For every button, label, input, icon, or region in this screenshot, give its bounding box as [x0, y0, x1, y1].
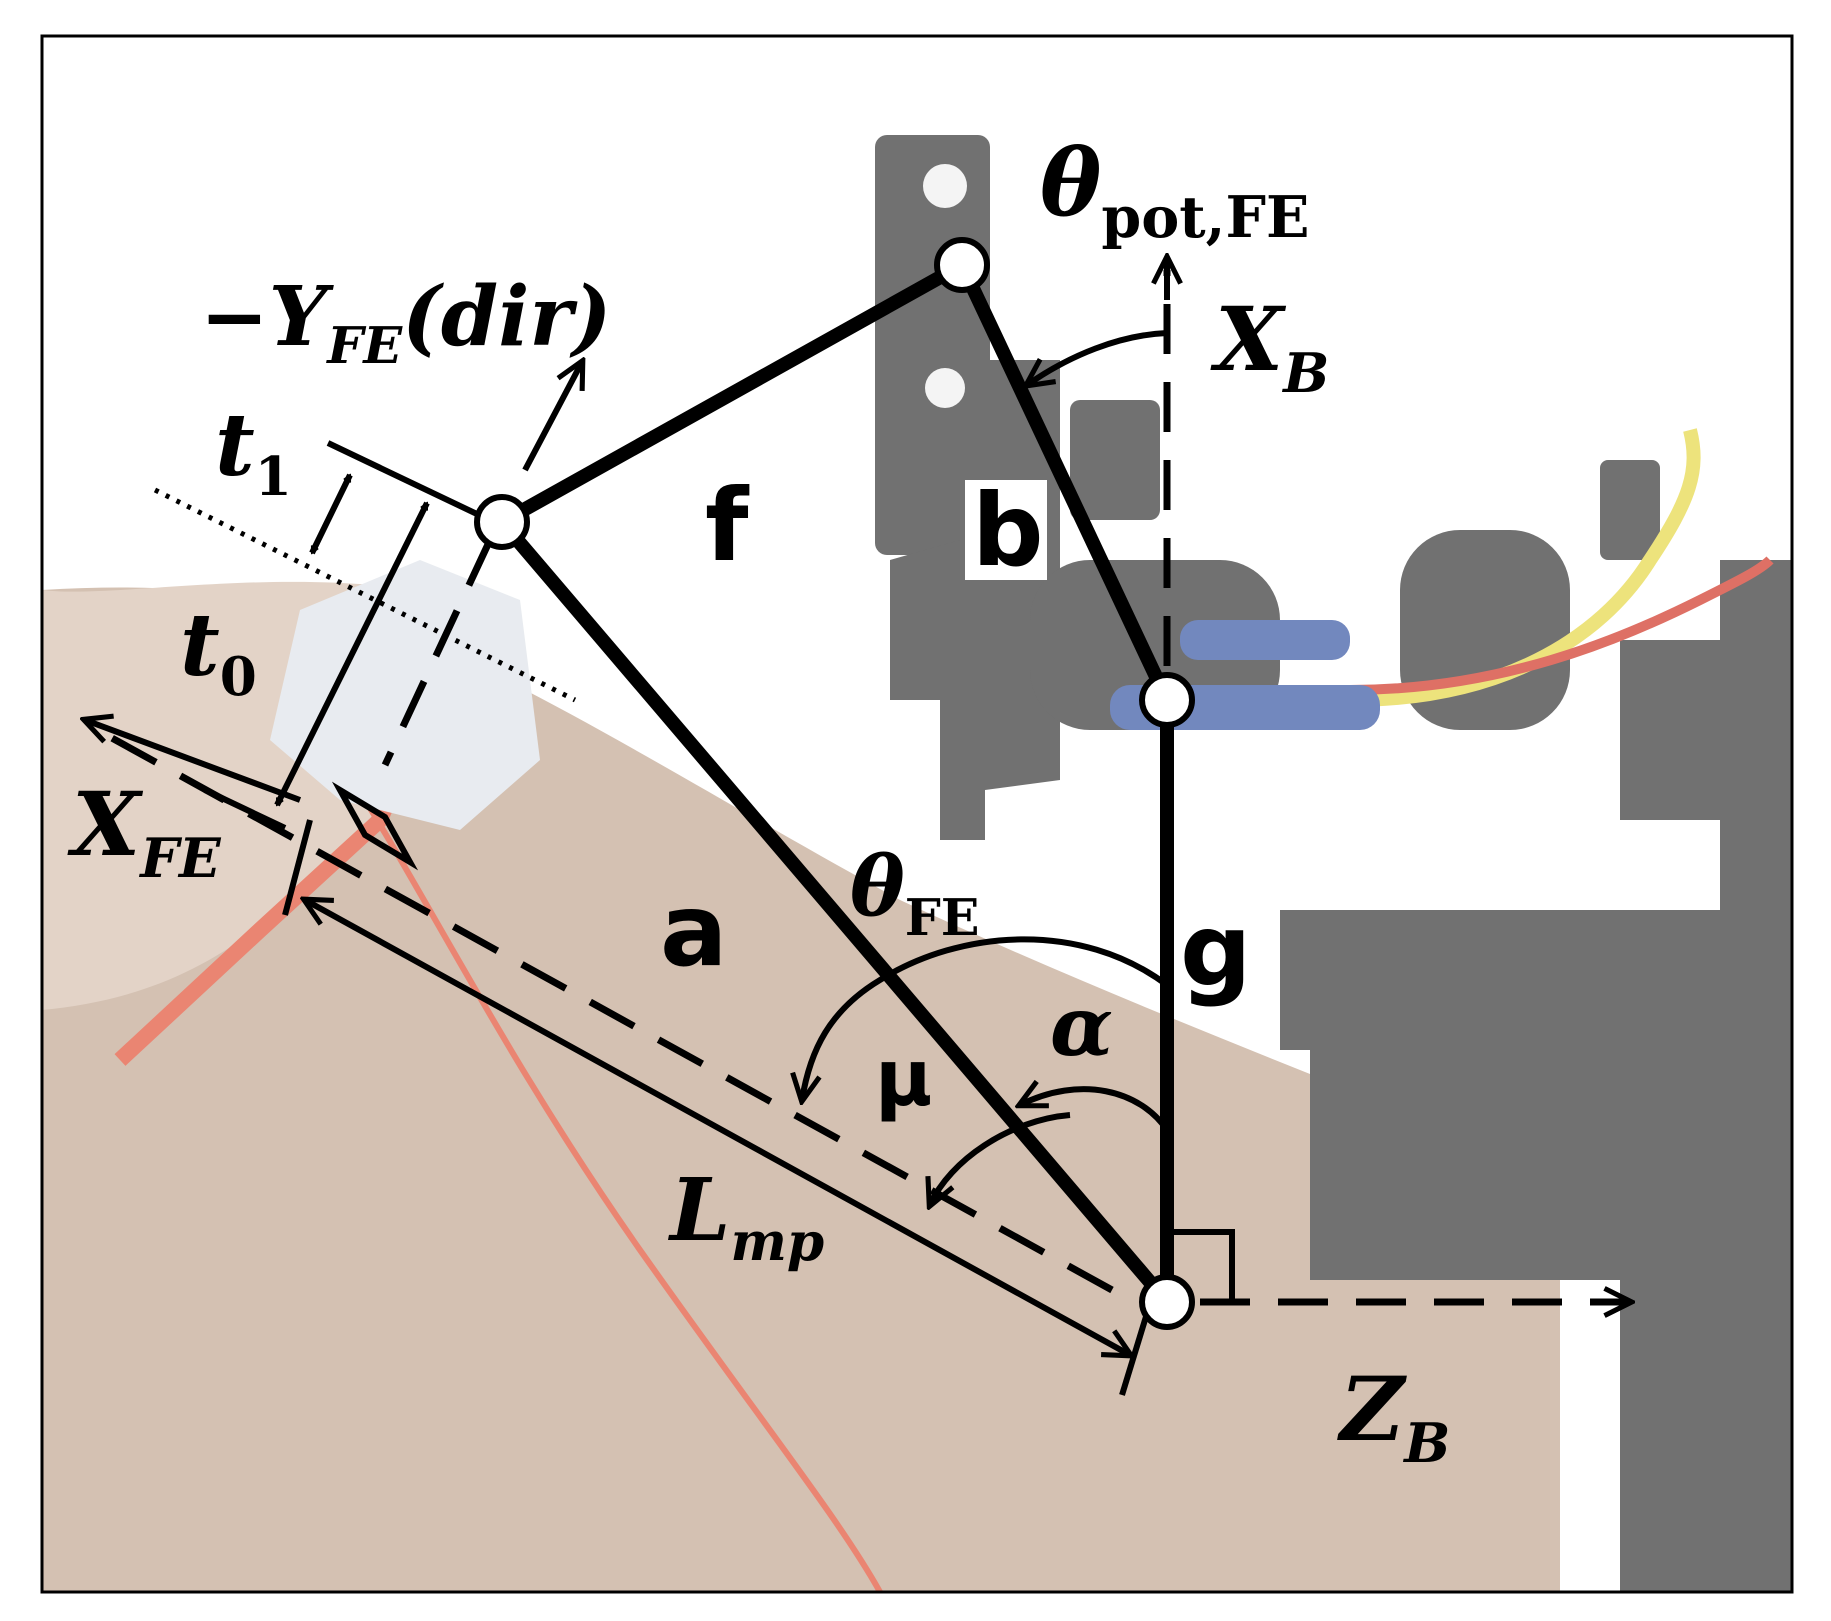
z-b-label: ZB	[1337, 1357, 1450, 1475]
right-angle-marker-fe	[331, 781, 419, 871]
joint-mp	[474, 494, 530, 550]
l-mp-tick-right	[1119, 1309, 1151, 1396]
blue-connector-2	[1180, 620, 1350, 660]
x-fe-label: XFE	[67, 772, 222, 890]
neg-y-fe-label: −YFE(dir)	[200, 269, 611, 375]
alpha-arc	[1020, 1089, 1170, 1132]
theta-fe-arc	[802, 936, 1169, 1100]
joint-bg	[1139, 672, 1195, 728]
right-angle-marker-base	[1167, 1229, 1235, 1302]
l-mp-dimension-arrow	[305, 900, 1130, 1355]
l-mp-label: Lmp	[667, 1160, 824, 1273]
alpha-label: α	[1050, 979, 1113, 1075]
link-b-label-bg	[965, 480, 1047, 580]
link-a-label: a	[660, 872, 727, 989]
t0-dimension-arrow	[274, 503, 430, 805]
figure-border	[40, 34, 1794, 1594]
t1-reference-line	[326, 440, 502, 528]
link-f	[495, 258, 969, 529]
yellow-wire	[1349, 428, 1701, 707]
x-b-label: XB	[1210, 287, 1329, 405]
l-mp-tick-left	[282, 819, 313, 916]
link-b-label: b	[972, 472, 1044, 589]
mu-arc	[930, 1112, 1071, 1205]
neg-y-fe-arrow	[522, 362, 582, 472]
link-f-label: f	[705, 467, 750, 584]
joint-base	[1139, 1274, 1195, 1330]
joint-pot	[934, 237, 990, 293]
theta-pot-arc	[1027, 330, 1168, 385]
x-fe-arrow	[85, 720, 302, 803]
theta-fe-label: θFE	[850, 839, 980, 947]
red-wire	[1349, 556, 1774, 695]
mu-label: μ	[875, 1034, 932, 1124]
link-a	[495, 515, 1174, 1309]
theta-pot-fe-label: θpot,FE	[1040, 129, 1309, 251]
t1-label: t1	[215, 395, 292, 508]
t0-label: t0	[180, 595, 257, 708]
sensor-dashed-line	[381, 538, 494, 767]
link-b	[955, 258, 1174, 707]
link-g-label: g	[1180, 892, 1252, 1009]
